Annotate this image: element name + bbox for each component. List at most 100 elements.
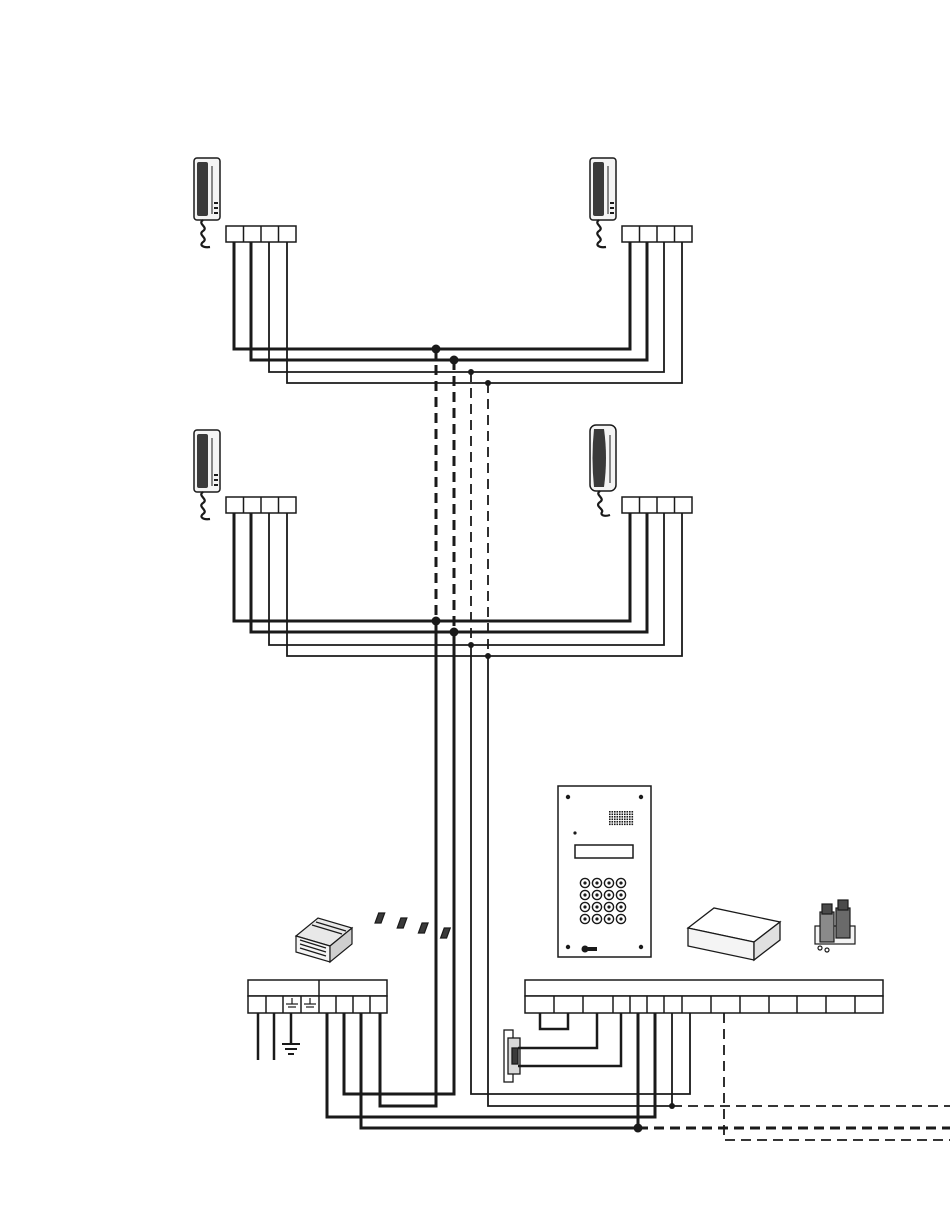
grille-hole xyxy=(614,821,616,823)
grille-hole xyxy=(632,814,634,816)
grille-hole xyxy=(624,824,626,826)
grille-hole xyxy=(614,811,616,813)
terminal-block-handset-3 xyxy=(226,497,296,513)
grille-hole xyxy=(609,811,611,813)
terminal-block-handset-4 xyxy=(622,497,692,513)
mains-leads xyxy=(258,1013,291,1060)
keypad-door-panel xyxy=(558,786,651,957)
grille-hole xyxy=(617,814,619,816)
supply-to-panel-wires xyxy=(327,1013,655,1128)
grille-hole xyxy=(619,824,621,826)
grille-hole xyxy=(619,819,621,821)
panel-controller-terminals xyxy=(525,980,883,1013)
grille-hole xyxy=(617,824,619,826)
keypad-key-mark xyxy=(607,893,610,896)
grille-hole xyxy=(612,811,614,813)
grille-hole xyxy=(624,821,626,823)
grille-hole xyxy=(632,816,634,818)
grille-hole xyxy=(627,824,629,826)
terminal-block-handset-1 xyxy=(226,226,296,242)
grille-hole xyxy=(609,819,611,821)
grille-hole xyxy=(627,814,629,816)
handset-1 xyxy=(194,158,220,247)
grille-hole xyxy=(627,816,629,818)
grille-hole xyxy=(614,816,616,818)
grille-hole xyxy=(632,819,634,821)
handset-2 xyxy=(590,158,616,247)
grille-hole xyxy=(614,814,616,816)
earth-ground-icon xyxy=(282,1044,300,1054)
strike-wires xyxy=(518,1013,621,1066)
keypad-key-mark xyxy=(619,917,622,920)
grille-hole xyxy=(619,821,621,823)
grille-hole xyxy=(617,811,619,813)
keypad-key-mark xyxy=(595,893,598,896)
keypad-key-mark xyxy=(583,905,586,908)
handset-4 xyxy=(590,425,616,516)
grille-hole xyxy=(622,821,624,823)
keypad-key-mark xyxy=(607,917,610,920)
grille-hole xyxy=(622,814,624,816)
grille-hole xyxy=(612,816,614,818)
keypad-key-mark xyxy=(595,881,598,884)
grille-hole xyxy=(632,811,634,813)
grille-hole xyxy=(622,811,624,813)
grille-hole xyxy=(622,824,624,826)
grille-hole xyxy=(627,811,629,813)
keypad-key-mark xyxy=(595,917,598,920)
grille-hole xyxy=(617,819,619,821)
panel-display xyxy=(575,845,633,858)
grille-hole xyxy=(609,821,611,823)
grille-hole xyxy=(622,816,624,818)
grille-hole xyxy=(612,819,614,821)
keypad-key-mark xyxy=(619,893,622,896)
grille-hole xyxy=(632,824,634,826)
grille-hole xyxy=(629,821,631,823)
grille-hole xyxy=(614,819,616,821)
terminal-block-handset-2 xyxy=(622,226,692,242)
grille-hole xyxy=(619,811,621,813)
grille-hole xyxy=(624,816,626,818)
keypad-key-mark xyxy=(607,905,610,908)
power-supply-icon xyxy=(296,918,352,962)
keypad-key-mark xyxy=(595,905,598,908)
grille-hole xyxy=(617,821,619,823)
grille-hole xyxy=(632,821,634,823)
grille-hole xyxy=(629,811,631,813)
grille-hole xyxy=(624,819,626,821)
grille-hole xyxy=(617,816,619,818)
grille-hole xyxy=(622,819,624,821)
keypad-key-mark xyxy=(583,917,586,920)
grille-hole xyxy=(629,819,631,821)
keypad-key-mark xyxy=(619,905,622,908)
grille-hole xyxy=(627,819,629,821)
grille-hole xyxy=(624,814,626,816)
handset-3 xyxy=(194,430,220,519)
relay-module-icon xyxy=(815,900,855,952)
lower-bus-wires xyxy=(234,513,682,656)
grille-hole xyxy=(619,814,621,816)
grille-hole xyxy=(614,824,616,826)
grille-hole xyxy=(609,824,611,826)
grille-hole xyxy=(612,821,614,823)
grille-hole xyxy=(627,821,629,823)
riser-dashed xyxy=(436,349,488,656)
keypad-key-mark xyxy=(607,881,610,884)
grille-hole xyxy=(624,811,626,813)
grille-hole xyxy=(629,814,631,816)
grille-hole xyxy=(629,824,631,826)
outgoing-dashed-wires xyxy=(638,1013,950,1140)
grille-hole xyxy=(619,816,621,818)
keypad-key-mark xyxy=(583,893,586,896)
grille-hole xyxy=(629,816,631,818)
power-supply-terminals xyxy=(248,980,387,1013)
keypad-key-mark xyxy=(619,881,622,884)
door-strike-icon xyxy=(504,1030,520,1082)
grille-hole xyxy=(609,814,611,816)
grille-hole xyxy=(612,814,614,816)
grille-hole xyxy=(609,816,611,818)
keypad-key-mark xyxy=(583,881,586,884)
grille-hole xyxy=(612,824,614,826)
